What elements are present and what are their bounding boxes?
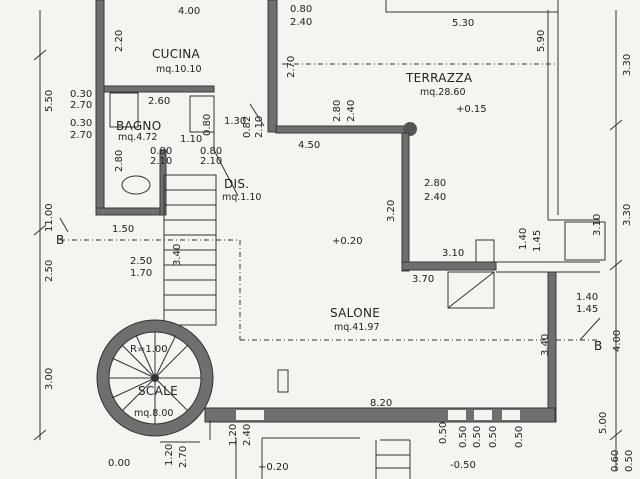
section-mark-left: B <box>56 233 65 247</box>
svg-text:1.70: 1.70 <box>130 268 152 279</box>
wall-bath-right <box>159 149 167 216</box>
svg-text:0.30: 0.30 <box>70 118 92 129</box>
room-area-cucina: mq.10.10 <box>156 64 202 75</box>
svg-text:2.10: 2.10 <box>254 116 265 138</box>
svg-text:0.80: 0.80 <box>202 114 213 136</box>
svg-text:2.10: 2.10 <box>150 156 172 167</box>
svg-text:1.30: 1.30 <box>224 116 246 127</box>
svg-text:0.60: 0.60 <box>610 450 621 472</box>
room-name-terrazza: TERRAZZA <box>405 71 473 85</box>
svg-text:2.60: 2.60 <box>148 96 170 107</box>
svg-text:2.40: 2.40 <box>242 424 253 446</box>
svg-text:3.00: 3.00 <box>44 368 55 390</box>
svg-text:4.50: 4.50 <box>298 140 320 151</box>
svg-text:0.80: 0.80 <box>150 146 172 157</box>
level-salone: +0.20 <box>332 236 363 247</box>
svg-text:3.70: 3.70 <box>412 274 434 285</box>
section-mark-right: B <box>594 339 603 353</box>
svg-text:1.20: 1.20 <box>228 424 239 446</box>
room-area-scale: mq.8.00 <box>134 408 173 419</box>
svg-text:3.10: 3.10 <box>592 214 603 236</box>
level-bottom-left: 0.00 <box>108 458 130 469</box>
svg-text:3.40: 3.40 <box>172 244 183 266</box>
svg-text:0.82: 0.82 <box>242 116 253 138</box>
svg-text:2.70: 2.70 <box>178 446 189 468</box>
dim-4-00: 4.00 <box>178 6 200 17</box>
svg-text:3.10: 3.10 <box>442 248 464 259</box>
svg-text:2.20: 2.20 <box>114 30 125 52</box>
svg-text:2.70: 2.70 <box>286 56 297 78</box>
wall-salone-bottom <box>204 407 556 423</box>
room-name-salone: SALONE <box>330 306 380 320</box>
wall-kitchen-bottom <box>103 85 215 93</box>
svg-text:2.50: 2.50 <box>44 260 55 282</box>
svg-text:3.30: 3.30 <box>622 54 633 76</box>
room-name-dis: DIS. <box>224 177 249 191</box>
svg-text:2.40: 2.40 <box>424 192 446 203</box>
svg-text:0.80: 0.80 <box>200 146 222 157</box>
svg-text:2.70: 2.70 <box>70 130 92 141</box>
spiral-stair-treads <box>109 332 201 424</box>
svg-text:5.30: 5.30 <box>452 18 474 29</box>
svg-text:1.45: 1.45 <box>576 304 598 315</box>
stair-treads <box>164 189 216 311</box>
stair-flight-right <box>447 271 495 309</box>
wall-bath-bottom <box>95 207 163 216</box>
svg-text:3.40: 3.40 <box>540 334 551 356</box>
svg-text:5.50: 5.50 <box>44 90 55 112</box>
svg-text:0.50: 0.50 <box>514 426 525 448</box>
svg-text:0.50: 0.50 <box>624 450 635 472</box>
terrace-steps <box>564 221 606 261</box>
level-bottom-right: -0.50 <box>450 460 476 471</box>
svg-text:2.50: 2.50 <box>130 256 152 267</box>
chimney <box>475 239 495 263</box>
svg-text:2.70: 2.70 <box>70 100 92 111</box>
svg-text:0.50: 0.50 <box>472 426 483 448</box>
svg-text:8.20: 8.20 <box>370 398 392 409</box>
wc <box>121 175 151 195</box>
wall-kitchen-left <box>95 0 105 216</box>
svg-text:2.80: 2.80 <box>332 100 343 122</box>
svg-text:0.50: 0.50 <box>438 422 449 444</box>
svg-text:2.40: 2.40 <box>290 17 312 28</box>
svg-text:0.80: 0.80 <box>290 4 312 15</box>
svg-text:2.10: 2.10 <box>200 156 222 167</box>
svg-text:2.80: 2.80 <box>114 150 125 172</box>
wall-salone-top-right <box>401 261 497 271</box>
room-name-cucina: CUCINA <box>152 47 201 61</box>
salone-column <box>277 369 289 393</box>
room-area-bagno: mq.4.72 <box>118 132 157 143</box>
wall-terrace-left <box>401 132 410 272</box>
svg-text:0.30: 0.30 <box>70 89 92 100</box>
svg-text:3.30: 3.30 <box>622 204 633 226</box>
svg-text:1.40: 1.40 <box>576 292 598 303</box>
room-name-scale: SCALE <box>138 384 178 398</box>
bath-tub <box>109 92 139 128</box>
svg-text:5.00: 5.00 <box>598 412 609 434</box>
room-area-salone: mq.41.97 <box>334 322 380 333</box>
wall-terrace-bottom <box>275 125 409 134</box>
svg-text:3.20: 3.20 <box>386 200 397 222</box>
wall-kitchen-right <box>267 0 278 133</box>
svg-text:2.40: 2.40 <box>346 100 357 122</box>
svg-text:0.50: 0.50 <box>488 426 499 448</box>
svg-text:11.00: 11.00 <box>44 203 55 232</box>
room-area-dis: mq.1.10 <box>222 192 261 203</box>
svg-text:4.00: 4.00 <box>612 330 623 352</box>
svg-text:1.50: 1.50 <box>112 224 134 235</box>
room-name-bagno: BAGNO <box>116 119 161 133</box>
room-area-terrazza: mq.28.60 <box>420 87 466 98</box>
svg-text:0.50: 0.50 <box>458 426 469 448</box>
level-terrazza: +0.15 <box>456 104 487 115</box>
svg-text:1.45: 1.45 <box>532 230 543 252</box>
svg-text:5.90: 5.90 <box>536 30 547 52</box>
stair-radius: R=1.00 <box>130 344 168 355</box>
svg-text:1.10: 1.10 <box>180 134 202 145</box>
svg-text:2.80: 2.80 <box>424 178 446 189</box>
level-bottom-mid: +0.20 <box>258 462 289 473</box>
svg-text:1.40: 1.40 <box>518 228 529 250</box>
svg-text:1.20: 1.20 <box>164 444 175 466</box>
